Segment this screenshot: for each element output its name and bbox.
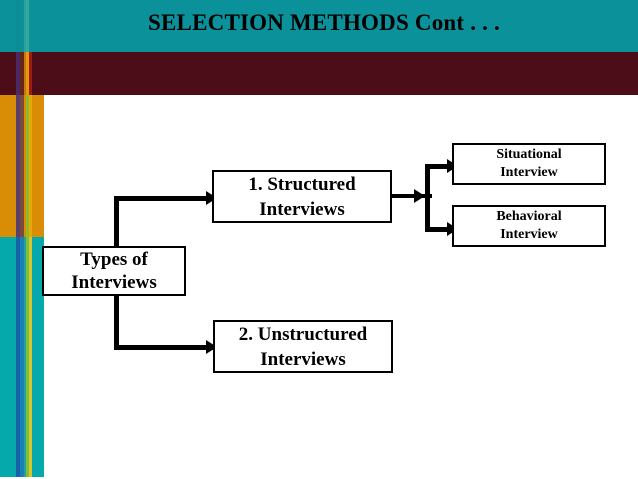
node-behavioral-line1: Behavioral <box>496 209 562 224</box>
node-unstructured-interviews[interactable]: 2. Unstructured Interviews <box>213 320 393 373</box>
sidebar-stripe-head-gold <box>24 52 26 95</box>
sidebar-stripe-blue <box>16 237 20 477</box>
sidebar-stripe-head-rust <box>20 52 24 95</box>
sidebar-stripe-head-orange <box>26 52 29 95</box>
sidebar-stripe-head-teal-c <box>26 0 29 52</box>
sidebar-stripe-green <box>26 95 29 237</box>
arrowhead-to-structured <box>206 191 217 205</box>
connector-split-to-behavioral <box>425 227 458 232</box>
sidebar-stripe-head-teal-a <box>16 0 20 52</box>
sidebar-stripe-brown <box>20 95 24 237</box>
connector-split-spine <box>425 164 430 232</box>
connector-root-to-structured <box>114 196 218 201</box>
node-situational-line1: Situational <box>496 147 562 162</box>
sidebar-stripe-lime <box>26 237 29 477</box>
node-structured-line1: 1. Structured <box>248 173 356 195</box>
node-structured-line2: Interviews <box>259 198 345 220</box>
header-teal-band <box>0 0 638 52</box>
sidebar-stripe-orange <box>24 95 26 237</box>
sidebar-stripe-purple <box>16 95 20 237</box>
arrowhead-to-unstructured <box>206 340 217 354</box>
node-types-line1: Types of <box>80 249 148 270</box>
sidebar-stripe-yellow <box>29 237 32 477</box>
arrowhead-to-split <box>414 189 425 203</box>
node-types-of-interviews[interactable]: Types of Interviews <box>42 246 186 296</box>
node-unstructured-line2: Interviews <box>260 348 346 370</box>
sidebar-stripe-head-purple <box>16 52 20 95</box>
sidebar-stripe-amber <box>29 95 32 237</box>
sidebar-stripe-teal <box>24 237 26 477</box>
node-unstructured-line1: 2. Unstructured <box>238 323 368 345</box>
sidebar-orange-block <box>0 95 44 237</box>
sidebar-stripe-lightblue <box>20 237 24 477</box>
connector-structured-to-split <box>392 194 432 198</box>
node-situational-line2: Interview <box>500 165 558 180</box>
node-situational-interview[interactable]: Situational Interview <box>452 143 606 185</box>
sidebar-stripe-head-teal-b <box>24 0 26 52</box>
node-types-line2: Interviews <box>71 272 157 293</box>
node-behavioral-line2: Interview <box>500 227 558 242</box>
page-title: SELECTION METHODS Cont . . . <box>148 10 500 35</box>
sidebar-header-stripes <box>0 0 44 95</box>
sidebar-stripe-head-red <box>29 52 32 95</box>
sidebar-teal-block <box>0 237 44 477</box>
connector-split-to-situational <box>425 164 458 169</box>
header-maroon-band <box>0 52 638 95</box>
node-behavioral-interview[interactable]: Behavioral Interview <box>452 205 606 247</box>
connector-root-to-unstructured <box>114 345 218 350</box>
node-structured-interviews[interactable]: 1. Structured Interviews <box>212 170 392 223</box>
